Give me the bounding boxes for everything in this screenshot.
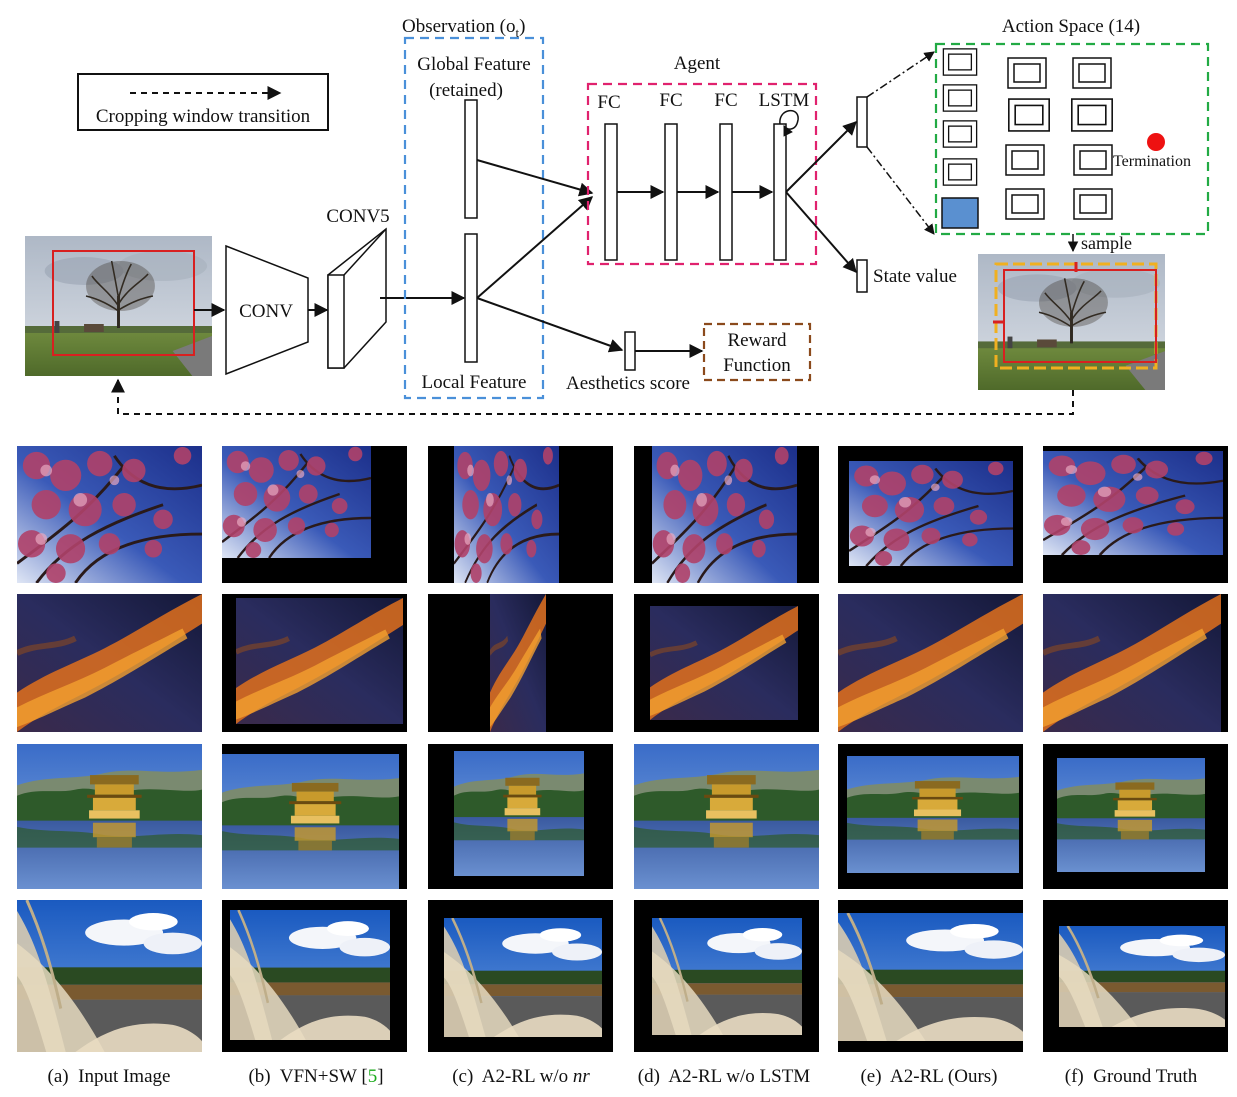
cell-ours: [838, 744, 1023, 889]
aesthetics-score-node: [624, 331, 636, 371]
global-feature-vector: [464, 99, 478, 219]
reward-label-line1: Reward: [727, 330, 787, 351]
agent-label: Agent: [674, 53, 721, 74]
cell-ours: [838, 900, 1023, 1052]
cell-no-nr: [428, 446, 613, 583]
pipeline-diagram: Cropping window transition CONV CONV5 Ob…: [25, 16, 1210, 415]
row-golden-pavilion: [17, 744, 1228, 889]
conv-block: CONV: [225, 244, 309, 376]
cell-no-lstm: [634, 900, 819, 1052]
input-image: [25, 236, 212, 376]
reward-label-line2: Function: [723, 355, 791, 376]
policy-output: [856, 96, 868, 148]
lstm-layer: [773, 123, 787, 261]
fc1-label: FC: [597, 92, 620, 113]
selected-action: [941, 197, 979, 229]
lstm-label: LSTM: [759, 90, 810, 111]
agent-box: Agent FC FC FC LSTM: [586, 53, 818, 266]
fc1-layer: [604, 123, 618, 261]
row-cherry-blossom: [17, 446, 1228, 583]
row-pampas-grass: [17, 900, 1228, 1052]
observation-box: Observation (ot) Global Feature (retaine…: [402, 16, 545, 400]
legend: Cropping window transition: [77, 73, 329, 131]
retained-label: (retained): [429, 80, 503, 101]
fc2-layer: [664, 123, 678, 261]
cropping-transition-arrow: [111, 378, 1074, 415]
reward-function-box: Reward Function: [702, 322, 812, 382]
cell-ground-truth: [1043, 900, 1228, 1052]
caption-input-image: (a) Input Image: [47, 1066, 171, 1087]
value-output: [856, 259, 868, 293]
cell-vfn-sw: [222, 594, 407, 732]
action-space-box: Action Space (14) Termination: [934, 16, 1210, 236]
cell-no-lstm: [634, 446, 819, 583]
state-value-label: State value: [873, 266, 957, 287]
caption-ground-truth: (f) Ground Truth: [1064, 1066, 1198, 1087]
cell-no-nr: [428, 594, 613, 732]
cell-input: [17, 594, 202, 732]
fc3-label: FC: [714, 90, 737, 111]
caption-ours: (e) A2-RL (Ours): [860, 1066, 998, 1087]
cell-vfn-sw: [222, 446, 407, 583]
global-feature-label: Global Feature: [417, 54, 530, 75]
cell-input: [17, 900, 202, 1052]
conv5-block: CONV5: [326, 206, 390, 369]
cell-input: [17, 744, 202, 889]
fc2-label: FC: [659, 90, 682, 111]
row-sunset-clouds: [17, 594, 1228, 732]
cell-ground-truth: [1043, 594, 1228, 732]
results-grid: [17, 446, 1228, 1052]
sampled-crop-image: [978, 254, 1165, 390]
caption-no-lstm: (d) A2-RL w/o LSTM: [637, 1066, 811, 1087]
cell-no-lstm: [634, 744, 819, 889]
cell-input: [17, 446, 202, 583]
caption-no-nr: (c) A2-RL w/o nr: [452, 1066, 590, 1087]
cell-ours: [838, 446, 1023, 583]
local-feature-vector: [464, 233, 478, 363]
cell-ours: [838, 594, 1023, 732]
caption-vfn-sw: (b) VFN+SW [5]: [248, 1066, 384, 1087]
local-feature-label: Local Feature: [422, 372, 527, 393]
sample-label: sample: [1081, 233, 1132, 253]
termination-label: Termination: [1113, 153, 1191, 170]
action-space-title: Action Space (14): [1002, 16, 1140, 37]
cell-ground-truth: [1043, 744, 1228, 889]
cell-no-lstm: [634, 594, 819, 732]
cell-vfn-sw: [222, 900, 407, 1052]
cell-no-nr: [428, 900, 613, 1052]
termination-dot: [1147, 133, 1165, 151]
legend-label: Cropping window transition: [96, 106, 311, 127]
aesthetics-score-label: Aesthetics score: [566, 373, 690, 394]
crop-window: [52, 250, 195, 356]
fc3-layer: [719, 123, 733, 261]
cell-vfn-sw: [222, 744, 407, 889]
observation-title: Observation (ot): [402, 16, 525, 40]
conv5-label: CONV5: [326, 206, 389, 227]
cell-no-nr: [428, 744, 613, 889]
conv-label: CONV: [239, 301, 293, 322]
cell-ground-truth: [1043, 446, 1228, 583]
lstm-recurrent-loop: [779, 110, 799, 137]
